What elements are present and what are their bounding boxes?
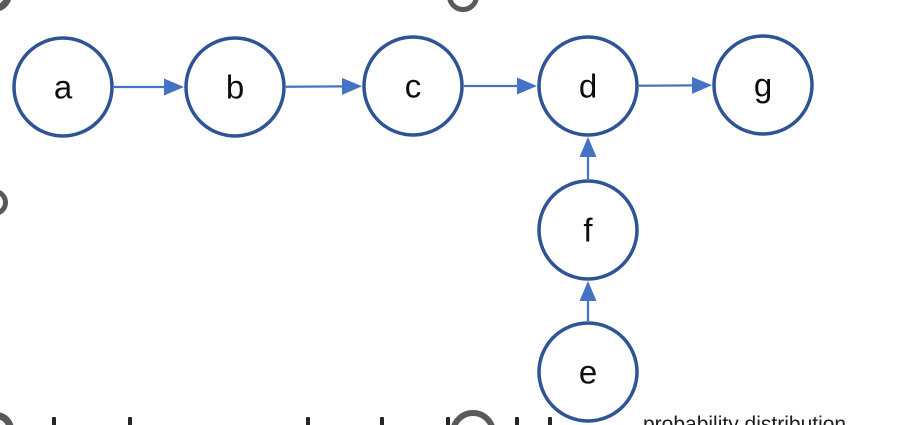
node-f: f [537, 179, 639, 281]
node-f-label: f [583, 212, 593, 249]
node-g: g [712, 34, 814, 136]
node-a: a [12, 36, 114, 138]
node-d-circle [537, 35, 639, 137]
clipped-glyph-mark [548, 417, 552, 425]
node-a-circle [12, 36, 114, 138]
node-g-circle [712, 34, 814, 136]
arrow-head [579, 281, 597, 301]
node-a-label: a [54, 69, 73, 106]
edge-c-to-d [464, 77, 537, 95]
clipped-glyph-mark [380, 417, 384, 425]
node-b: b [184, 36, 286, 138]
edge-d-to-g [638, 76, 713, 94]
node-e-label: e [579, 354, 597, 391]
node-c-label: c [405, 68, 422, 105]
arrow-head [579, 137, 597, 157]
node-e-circle [537, 321, 639, 423]
arrow-head [517, 77, 537, 95]
cropped-circle-fragment-bottom-left [0, 412, 14, 425]
node-c-circle [362, 35, 464, 137]
node-g-label: g [754, 67, 772, 104]
node-c: c [362, 35, 464, 137]
node-e: e [537, 321, 639, 423]
clipped-bottom-text: probability distribution [643, 413, 847, 425]
clipped-glyph-mark [446, 417, 450, 425]
arrow-head [341, 77, 363, 95]
arrow-head [691, 76, 713, 94]
clipped-glyph-mark [128, 417, 132, 425]
edge-b-to-c [285, 77, 363, 95]
arrow-head [164, 78, 184, 96]
clipped-glyph-mark [52, 417, 56, 425]
node-d: d [537, 35, 639, 137]
node-d-label: d [579, 68, 597, 105]
clipped-glyph-mark [515, 417, 519, 425]
edge-a-to-b [114, 78, 184, 96]
node-b-circle [184, 36, 286, 138]
edge-e-to-f [579, 281, 597, 321]
node-b-label: b [226, 69, 244, 106]
node-f-circle [537, 179, 639, 281]
clipped-glyph-mark [306, 417, 310, 425]
edge-f-to-d [579, 137, 597, 179]
